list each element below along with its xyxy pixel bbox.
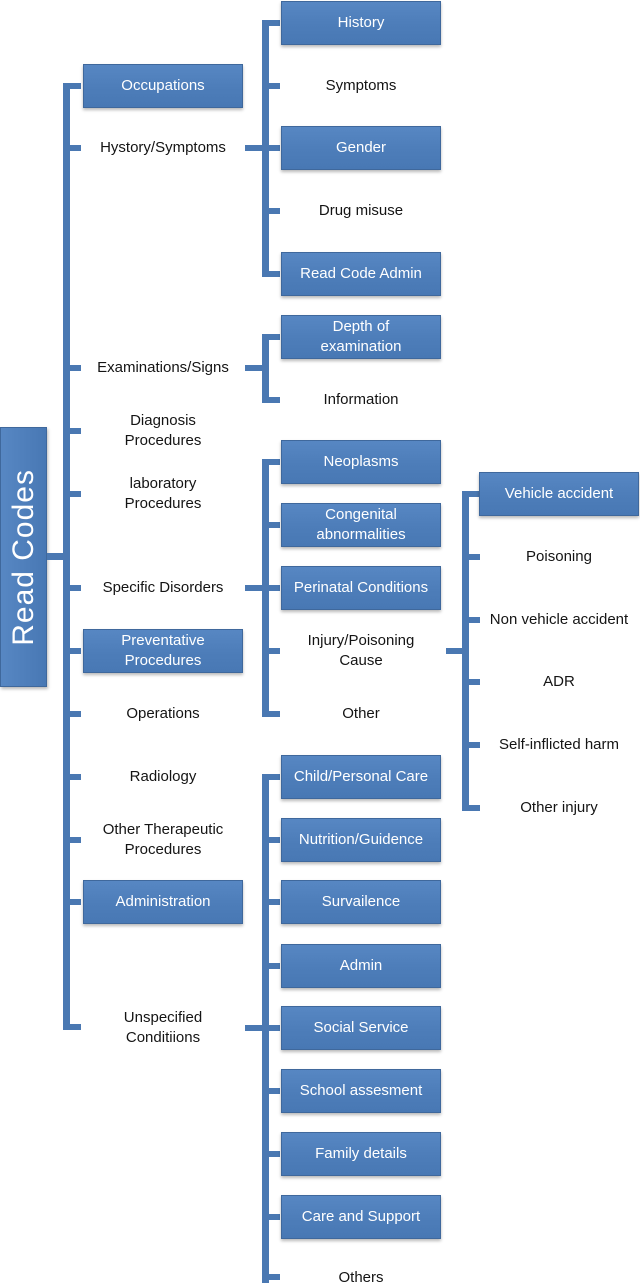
connector-examinations-to-bracket: [245, 365, 262, 371]
bracket-main-tick-unspecified: [70, 1024, 81, 1030]
bracket-main-tick-specific-disorders: [70, 585, 81, 591]
bracket-examinations-spine: [262, 334, 269, 403]
bracket-unspecified-tick-school-assesment: [269, 1088, 280, 1094]
bracket-hystory-tick-history: [269, 20, 280, 26]
bracket-hystory-tick-gender: [269, 145, 280, 151]
root-label: Read Codes: [6, 468, 40, 646]
node-other-therapeutic-procedures: Other Therapeutic Procedures: [102, 821, 224, 858]
node-hystory-symptoms: Hystory/Symptoms: [100, 139, 226, 156]
connector-injury-to-bracket: [446, 648, 462, 654]
node-family-details: Family details: [281, 1132, 441, 1176]
node-care-and-support: Care and Support: [281, 1195, 441, 1239]
connector-unspecified-to-bracket: [245, 1025, 262, 1031]
node-history: History: [281, 1, 441, 45]
bracket-main-tick-administration: [70, 899, 81, 905]
node-depth-of-examination: Depth of examination: [281, 315, 441, 359]
bracket-specific-tick-injury: [269, 648, 280, 654]
node-information: Information: [323, 391, 399, 408]
bracket-injury-tick-vehicle-accident: [469, 491, 480, 497]
node-preventative-procedures: Preventative Procedures: [83, 629, 243, 673]
bracket-main-tick-laboratory: [70, 491, 81, 497]
node-survailence: Survailence: [281, 880, 441, 924]
connector-root-to-main-bracket: [47, 553, 63, 560]
node-read-code-admin: Read Code Admin: [281, 252, 441, 296]
bracket-specific-tick-perinatal: [269, 585, 280, 591]
bracket-injury-tick-non-vehicle: [469, 617, 480, 623]
node-occupations: Occupations: [83, 64, 243, 108]
bracket-injury-tick-poisoning: [469, 554, 480, 560]
bracket-unspecified-tick-others: [269, 1274, 280, 1280]
bracket-unspecified-tick-social-service: [269, 1025, 280, 1031]
bracket-main-tick-preventative: [70, 648, 81, 654]
connector-hystory-to-bracket: [245, 145, 262, 151]
bracket-unspecified-spine: [262, 774, 269, 1283]
bracket-unspecified-tick-survailence: [269, 899, 280, 905]
node-specific-disorders: Specific Disorders: [102, 579, 224, 596]
node-radiology: Radiology: [129, 768, 197, 785]
bracket-unspecified-tick-admin: [269, 963, 280, 969]
node-examinations-signs: Examinations/Signs: [97, 359, 229, 376]
node-symptoms: Symptoms: [325, 77, 397, 94]
node-injury-poisoning-cause: Injury/Poisoning Cause: [307, 632, 415, 669]
bracket-unspecified-tick-child-personal: [269, 774, 280, 780]
bracket-hystory-spine: [262, 20, 269, 277]
bracket-main-spine: [63, 83, 70, 1030]
node-self-inflicted-harm: Self-inflicted harm: [498, 736, 620, 753]
bracket-main-tick-examinations: [70, 365, 81, 371]
bracket-unspecified-tick-care-support: [269, 1214, 280, 1220]
node-gender: Gender: [281, 126, 441, 170]
bracket-injury-tick-other-injury: [469, 805, 480, 811]
bracket-unspecified-tick-family-details: [269, 1151, 280, 1157]
node-operations: Operations: [126, 705, 200, 722]
bracket-main-tick-operations: [70, 711, 81, 717]
node-neoplasms: Neoplasms: [281, 440, 441, 484]
node-vehicle-accident: Vehicle accident: [479, 472, 639, 516]
node-other: Other: [342, 705, 380, 722]
bracket-hystory-tick-symptoms: [269, 83, 280, 89]
node-others: Others: [338, 1269, 384, 1285]
bracket-examinations-tick-information: [269, 397, 280, 403]
node-unspecified-conditiions: Unspecified Conditiions: [123, 1009, 203, 1046]
bracket-examinations-tick-depth: [269, 334, 280, 340]
node-congenital-abnormalities: Congenital abnormalities: [281, 503, 441, 547]
bracket-injury-tick-self-inflicted: [469, 742, 480, 748]
bracket-hystory-tick-drug-misuse: [269, 208, 280, 214]
bracket-specific-tick-other: [269, 711, 280, 717]
node-adr: ADR: [543, 673, 575, 690]
bracket-main-tick-diagnosis: [70, 428, 81, 434]
bracket-main-tick-occupations: [70, 83, 81, 89]
node-laboratory-procedures: laboratory Procedures: [124, 475, 202, 512]
bracket-injury-tick-adr: [469, 679, 480, 685]
node-child-personal-care: Child/Personal Care: [281, 755, 441, 799]
node-nutrition-guidence: Nutrition/Guidence: [281, 818, 441, 862]
node-read-codes-root: Read Codes: [0, 427, 47, 687]
node-drug-misuse: Drug misuse: [318, 202, 404, 219]
bracket-specific-spine: [262, 459, 269, 717]
node-admin: Admin: [281, 944, 441, 988]
connector-specific-disorders-to-bracket: [245, 585, 262, 591]
bracket-main-tick-other-therapeutic: [70, 837, 81, 843]
bracket-specific-tick-congenital: [269, 522, 280, 528]
node-diagnosis-procedures: Diagnosis Procedures: [124, 412, 202, 449]
bracket-main-tick-radiology: [70, 774, 81, 780]
node-social-service: Social Service: [281, 1006, 441, 1050]
node-perinatal-conditions: Perinatal Conditions: [281, 566, 441, 610]
bracket-main-tick-hystory-symptoms: [70, 145, 81, 151]
bracket-hystory-tick-read-code-admin: [269, 271, 280, 277]
node-administration: Administration: [83, 880, 243, 924]
bracket-specific-tick-neoplasms: [269, 459, 280, 465]
node-non-vehicle-accident: Non vehicle accident: [489, 611, 629, 628]
bracket-injury-spine: [462, 491, 469, 811]
node-poisoning: Poisoning: [526, 548, 592, 565]
node-other-injury: Other injury: [520, 799, 598, 816]
node-school-assesment: School assesment: [281, 1069, 441, 1113]
bracket-unspecified-tick-nutrition: [269, 837, 280, 843]
